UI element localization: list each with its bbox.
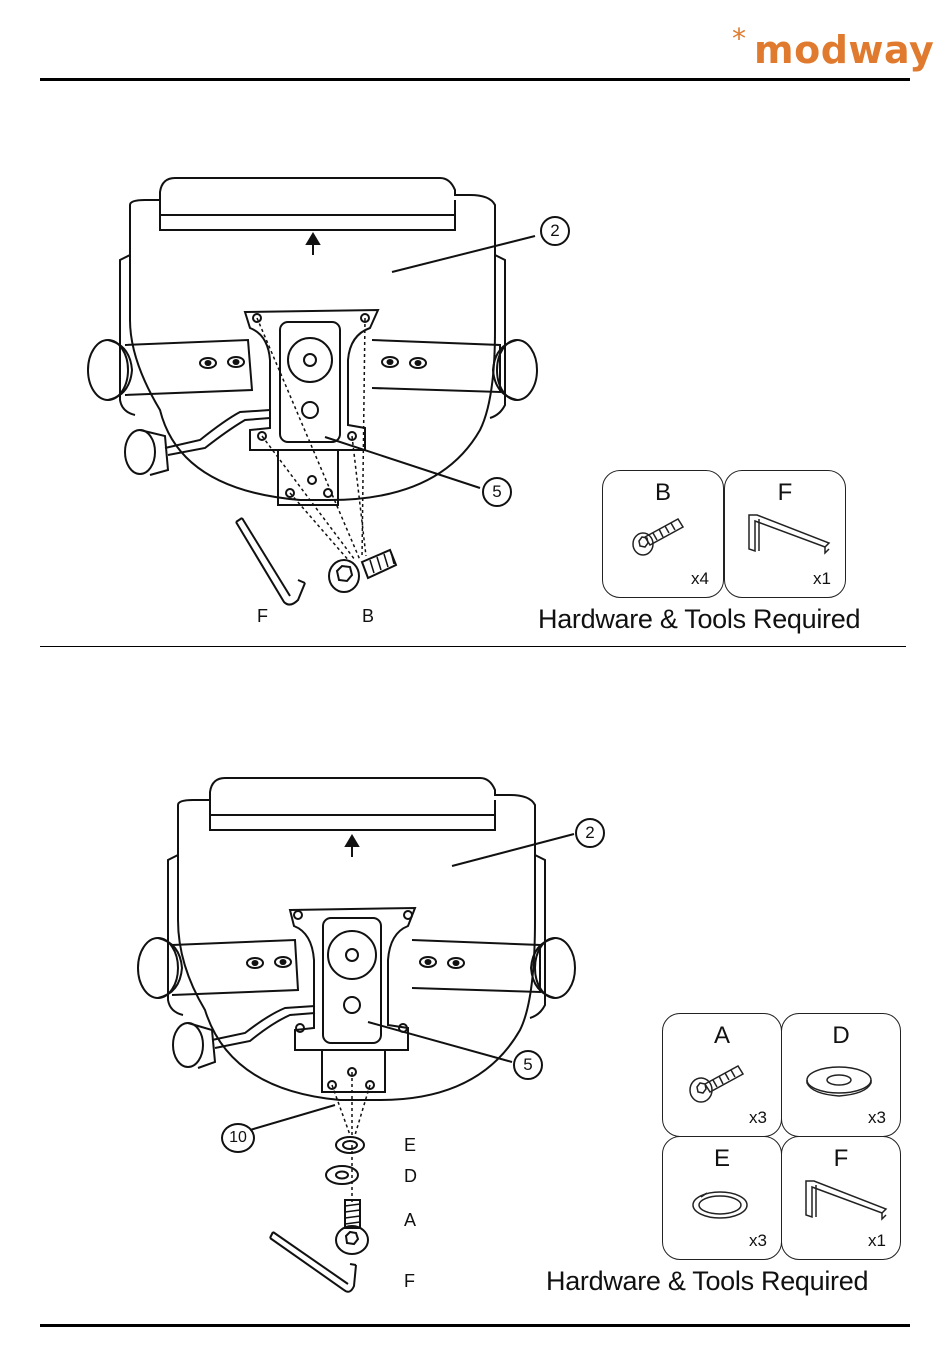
step2-callout-base-plate: 10 xyxy=(221,1123,255,1153)
step2-hardware-allen-key: F x1 xyxy=(781,1136,901,1260)
step2-label-wrench: F xyxy=(404,1271,415,1292)
hardware-qty: x1 xyxy=(868,1231,886,1251)
step2-label-bolt: A xyxy=(404,1210,416,1231)
step2-label-lock-washer: E xyxy=(404,1135,416,1156)
hardware-qty: x3 xyxy=(868,1108,886,1128)
step2-callout-seat-back: 2 xyxy=(575,818,605,848)
step2-hardware-flat-washer: D x3 xyxy=(781,1013,901,1137)
hardware-qty: x3 xyxy=(749,1231,767,1251)
step2-hardware-title: Hardware & Tools Required xyxy=(546,1266,868,1297)
hardware-qty: x3 xyxy=(749,1108,767,1128)
step2-callout-mechanism: 5 xyxy=(513,1050,543,1080)
step2-hardware-split-washer: E x3 xyxy=(662,1136,782,1260)
step2-hardware-bolt-a: A x3 xyxy=(662,1013,782,1137)
step2-label-flat-washer: D xyxy=(404,1166,417,1187)
